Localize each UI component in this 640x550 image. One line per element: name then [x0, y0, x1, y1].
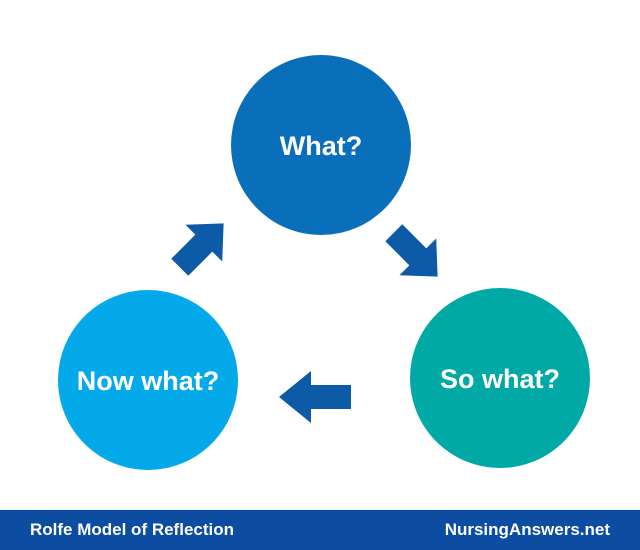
node-so-what-circle	[410, 288, 590, 468]
footer-title: Rolfe Model of Reflection	[30, 520, 234, 539]
arrow-so-what-to-now-what	[279, 371, 351, 423]
footer-bar: Rolfe Model of Reflection NursingAnswers…	[0, 510, 640, 550]
node-now-what-label: Now what?	[77, 366, 220, 396]
footer-site-link[interactable]: NursingAnswers.net	[444, 520, 610, 539]
node-now-what-circle	[58, 290, 238, 470]
node-what-circle	[231, 55, 411, 235]
arrow-what-to-so-what	[385, 224, 438, 277]
node-so-what-label: So what?	[440, 364, 560, 394]
reflection-cycle-diagram: What? So what? Now what?	[58, 55, 590, 470]
arrow-now-what-to-what	[171, 223, 224, 276]
node-what-label: What?	[280, 131, 362, 161]
